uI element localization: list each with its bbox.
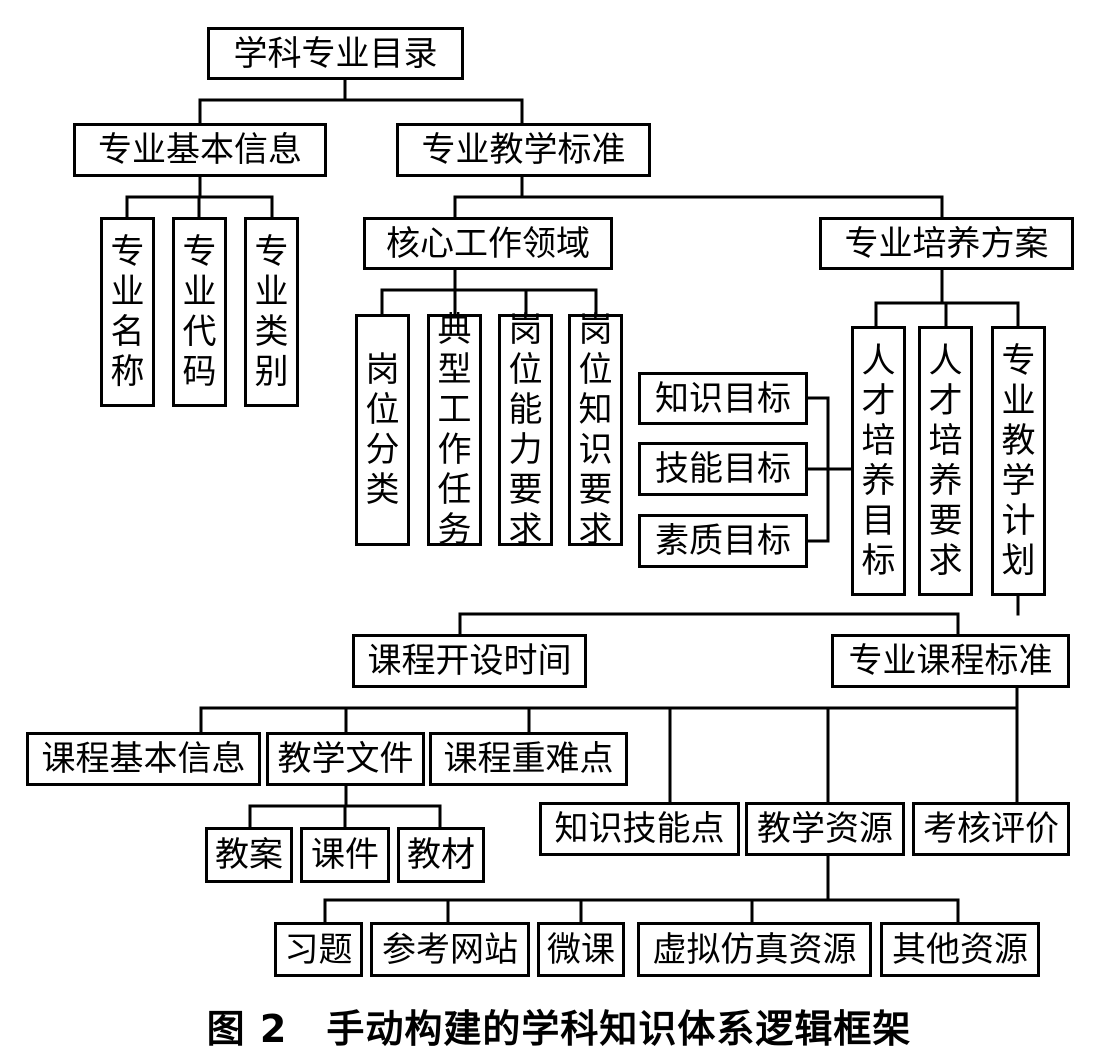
connector-course-standard: [199, 686, 1019, 804]
connector-training-plan: [874, 268, 1020, 328]
node-virtual-sim: 虚拟仿真资源: [637, 922, 872, 977]
node-assessment: 考核评价: [912, 802, 1070, 856]
node-talent-requirement: 人才培养要求: [918, 326, 973, 596]
node-skill-goal: 技能目标: [638, 442, 808, 496]
node-teaching-docs: 教学文件: [266, 732, 425, 786]
node-basic-info: 专业基本信息: [73, 123, 327, 177]
node-core-work: 核心工作领域: [363, 217, 613, 270]
node-exercises: 习题: [274, 922, 363, 977]
connector-teaching-standard: [453, 175, 944, 219]
node-root: 学科专业目录: [207, 27, 464, 80]
connector-teaching-plan: [458, 594, 1020, 636]
node-textbook: 教材: [397, 827, 485, 883]
node-job-knowledge: 岗位知识要求: [568, 310, 623, 550]
node-lesson-plan: 教案: [205, 827, 293, 883]
node-courseware: 课件: [300, 827, 390, 883]
node-other-resources: 其他资源: [880, 922, 1040, 977]
node-talent-goal: 人才培养目标: [851, 326, 906, 596]
connector-goals: [806, 396, 853, 543]
node-knowledge-goal: 知识目标: [638, 372, 808, 425]
connector-teaching-docs: [248, 784, 442, 829]
node-job-ability: 岗位能力要求: [498, 310, 553, 550]
node-major-code: 专业代码: [172, 217, 227, 407]
node-teaching-plan: 专业教学计划: [991, 326, 1046, 596]
node-teaching-standard: 专业教学标准: [396, 123, 651, 177]
node-training-plan: 专业培养方案: [819, 217, 1074, 270]
connector-teaching-res: [323, 854, 960, 924]
node-major-category: 专业类别: [244, 217, 299, 407]
connector-root: [198, 78, 524, 125]
node-course-time: 课程开设时间: [352, 634, 587, 688]
connector-core-work: [380, 268, 598, 316]
node-micro-course: 微课: [537, 922, 625, 977]
node-quality-goal: 素质目标: [638, 514, 808, 568]
node-typical-task: 典型工作任务: [427, 310, 482, 550]
figure-caption: 图 2 手动构建的学科知识体系逻辑框架: [206, 1007, 912, 1051]
node-course-basic-info: 课程基本信息: [26, 732, 261, 786]
connector-basic-info: [125, 175, 274, 219]
node-reference-sites: 参考网站: [370, 922, 530, 977]
node-course-key-points: 课程重难点: [429, 732, 628, 786]
node-knowledge-skill-points: 知识技能点: [539, 802, 740, 856]
node-major-name: 专业名称: [100, 217, 155, 407]
node-teaching-resources: 教学资源: [745, 802, 905, 856]
node-job-class: 岗位分类: [355, 314, 410, 546]
node-course-standard: 专业课程标准: [831, 634, 1070, 688]
